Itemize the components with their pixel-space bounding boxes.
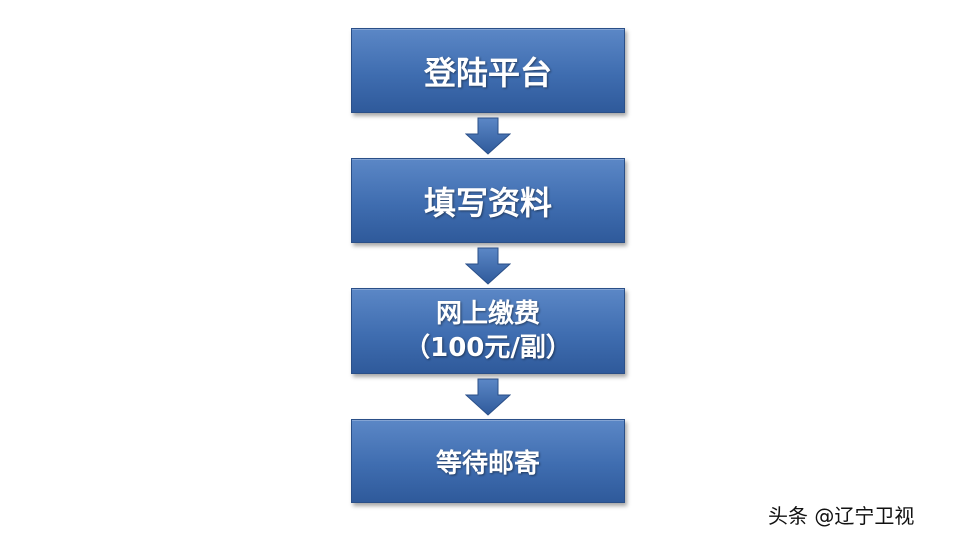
- arrow-down-icon: [465, 378, 511, 416]
- step-online-payment: 网上缴费 （100元/副）: [351, 288, 625, 374]
- flow-arrow: [351, 374, 625, 419]
- source-watermark: 头条 @辽宁卫视: [768, 504, 915, 528]
- step-label: 填写资料: [423, 183, 552, 222]
- step-wait-mailing: 等待邮寄: [351, 419, 625, 503]
- flow-arrow: [351, 243, 625, 288]
- step-label: 等待邮寄: [435, 448, 540, 479]
- arrow-down-icon: [465, 247, 511, 285]
- step-label: 网上缴费: [435, 299, 540, 329]
- flowchart: 登陆平台 填写资料 网上缴费 （100元/副） 等待邮寄: [351, 28, 625, 503]
- flow-arrow: [351, 113, 625, 158]
- step-login-platform: 登陆平台: [351, 28, 625, 113]
- step-fill-info: 填写资料: [351, 158, 625, 243]
- step-sublabel: （100元/副）: [404, 333, 572, 363]
- arrow-down-icon: [465, 117, 511, 155]
- step-label: 登陆平台: [423, 53, 552, 92]
